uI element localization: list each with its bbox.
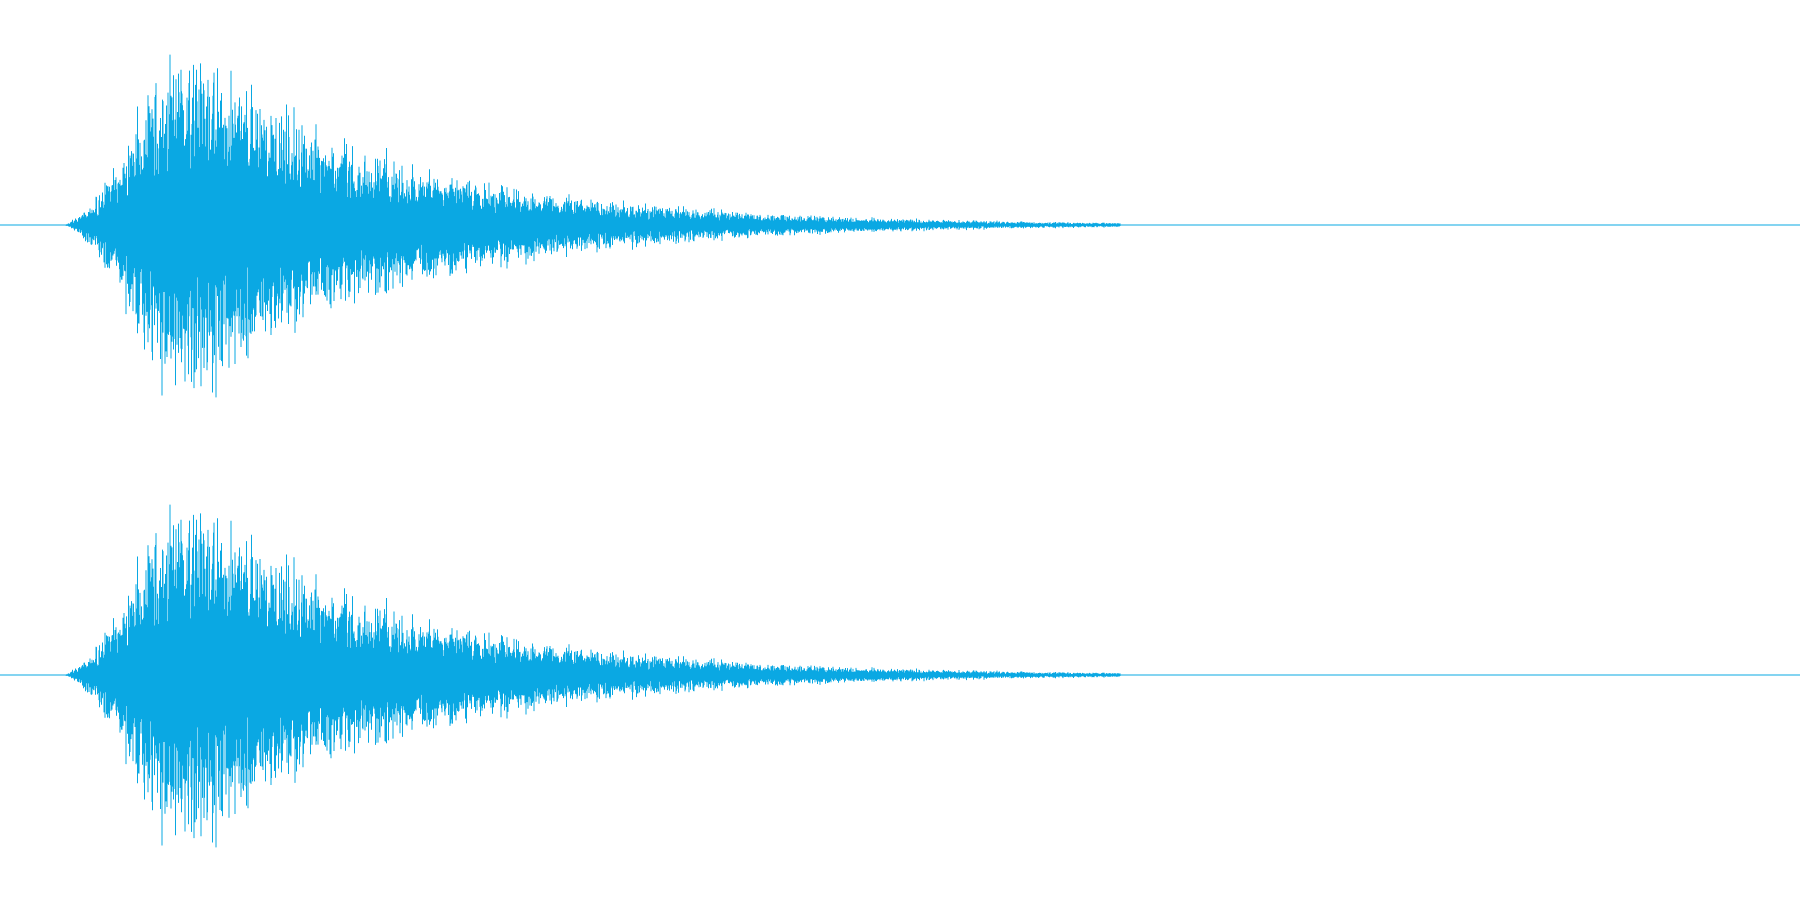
right-channel-signal: [0, 504, 1800, 848]
channel-left-waveform: [0, 54, 1800, 398]
left-channel-waveform-plot: [0, 54, 1800, 398]
channel-right-waveform: [0, 450, 1800, 900]
left-channel-signal: [0, 54, 1800, 398]
right-channel-waveform-plot: [0, 504, 1800, 848]
